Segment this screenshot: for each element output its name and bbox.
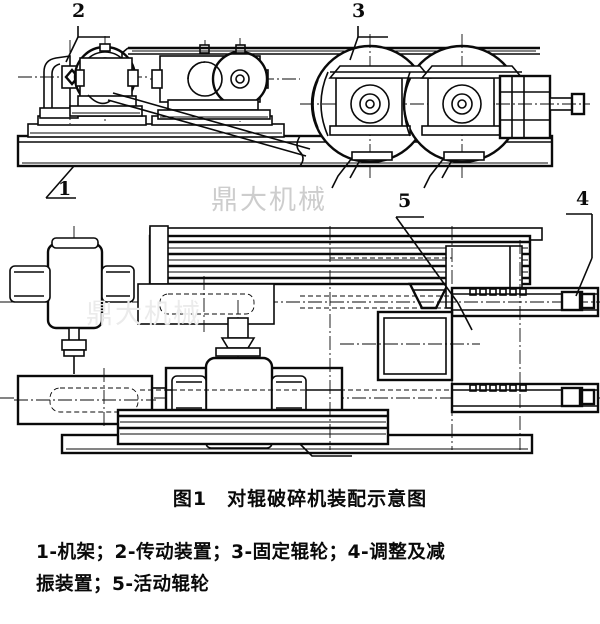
plan-view — [0, 213, 600, 457]
legend-line-2: 振装置；5-活动辊轮 — [36, 574, 210, 595]
plan-hidden-rails — [140, 226, 521, 450]
caption-block: 图1 对辊破碎机装配示意图 1-机架；2-传动装置；3-固定辊轮；4-调整及减 … — [0, 474, 600, 601]
drive-unit-right — [150, 38, 300, 122]
callout-3: 3 — [352, 0, 366, 22]
callout-4: 4 — [576, 188, 590, 210]
plan-center-window — [340, 310, 480, 382]
plan-motor-upper — [9, 226, 135, 374]
assembly-drawing: .ln{stroke:#0a0a0a;fill:none;stroke-widt… — [0, 26, 600, 457]
lower-spline-teeth — [469, 384, 527, 392]
plan-movable-roll — [116, 408, 390, 457]
plan-adjust-damper — [420, 286, 600, 414]
plan-reducer-left — [14, 368, 166, 428]
callout-5: 5 — [398, 190, 412, 212]
callout-1: 1 — [58, 178, 72, 200]
plan-motor-lower — [171, 300, 307, 449]
callout-leaders-plan — [395, 213, 593, 331]
legend-line-1: 1-机架；2-传动装置；3-固定辊轮；4-调整及减 — [36, 542, 446, 563]
adjust-damper-elevation — [496, 74, 590, 140]
roll-assembly-elevation — [300, 34, 545, 189]
elevation-view — [16, 26, 590, 199]
callout-2: 2 — [72, 0, 86, 22]
figure-legend: 1-机架；2-传动装置；3-固定辊轮；4-调整及减 振装置；5-活动辊轮 — [0, 537, 600, 601]
drive-belt — [87, 92, 311, 157]
callout-leaders-elevation — [45, 26, 388, 199]
figure-caption: 图1 对辊破碎机装配示意图 — [172, 488, 428, 510]
